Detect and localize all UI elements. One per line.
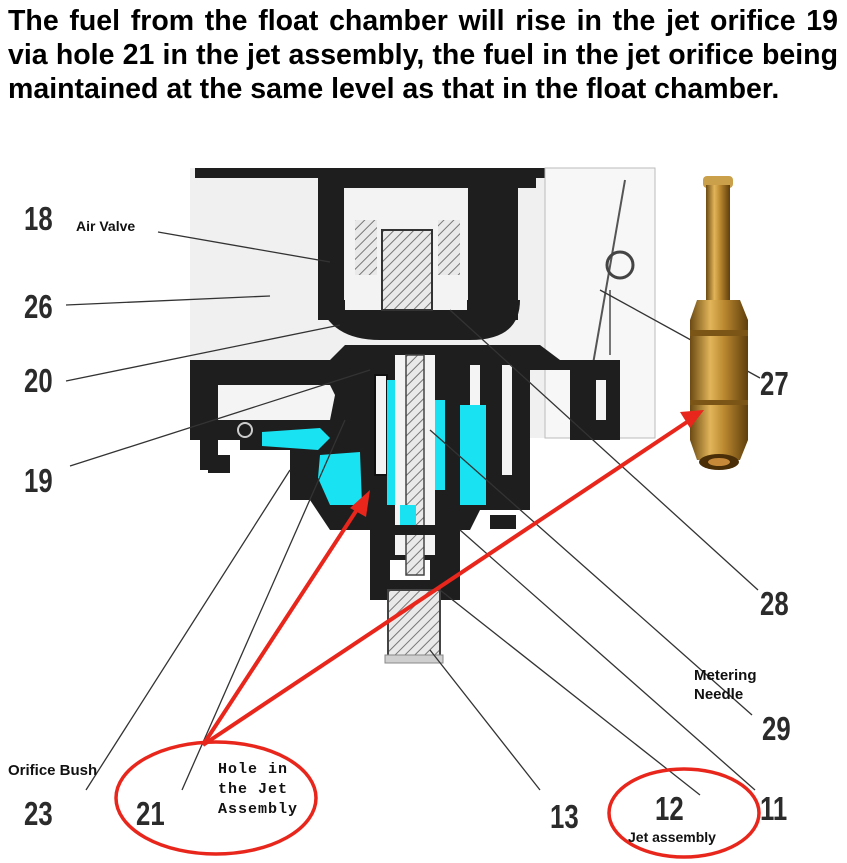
part-number-23: 23 <box>24 795 53 832</box>
hole-label-line3: Assembly <box>218 801 299 818</box>
part-number-18: 18 <box>24 200 53 237</box>
hole-label-line2: the Jet <box>218 781 289 798</box>
brass-jet-image <box>690 176 748 470</box>
part-number-19: 19 <box>24 462 53 499</box>
part-number-13: 13 <box>550 798 579 835</box>
part-number-21: 21 <box>136 795 165 832</box>
part-number-26: 26 <box>24 288 53 325</box>
suction-chamber <box>195 167 656 439</box>
part-number-20: 20 <box>24 362 53 399</box>
part-number-28: 28 <box>760 585 789 622</box>
orifice-bush-label: Orifice Bush <box>8 762 98 779</box>
part-number-27: 27 <box>760 365 789 402</box>
part-number-11: 11 <box>760 790 788 827</box>
jet-assembly-label: Jet assembly <box>628 829 716 845</box>
jet-assembly-highlight-ellipse <box>607 767 761 859</box>
leader-lines <box>65 231 761 796</box>
part-number-29: 29 <box>762 710 791 747</box>
hole-highlight-ellipse <box>114 740 318 856</box>
hole-label-line1: Hole in <box>218 761 289 778</box>
jet-tube <box>372 525 460 664</box>
red-annotations <box>114 410 761 859</box>
caption-text: The fuel from the float chamber will ris… <box>8 5 838 105</box>
part-number-12: 12 <box>655 790 684 827</box>
fuel-level <box>262 380 486 527</box>
metering-needle-label-line2: Needle <box>694 686 744 703</box>
air-valve-label: Air Valve <box>76 218 136 234</box>
metering-needle-label-line1: Metering <box>694 667 757 684</box>
